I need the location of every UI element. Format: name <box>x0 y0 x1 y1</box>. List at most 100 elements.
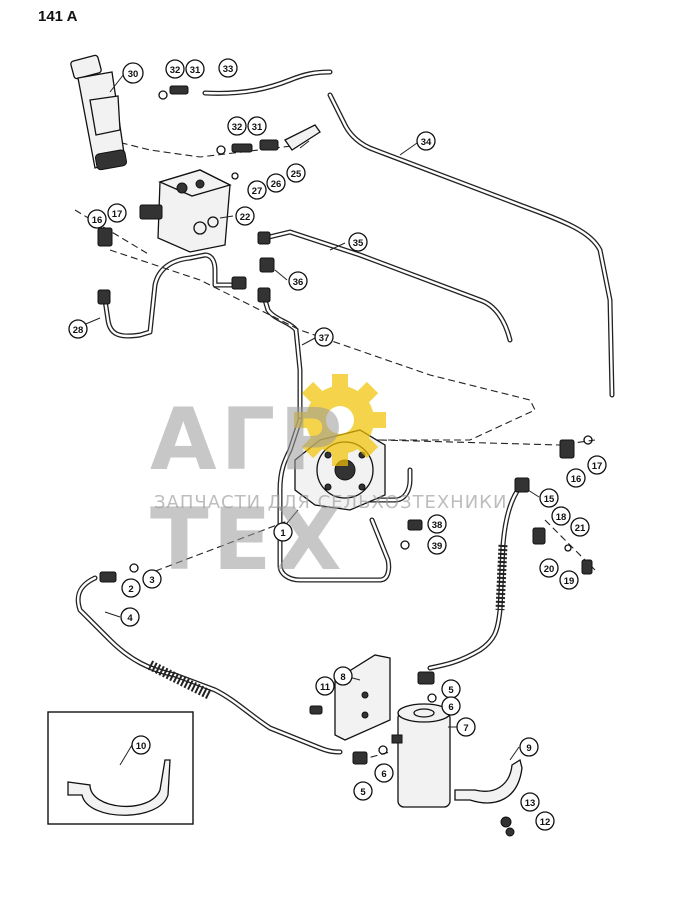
callout-35: 35 <box>348 232 368 252</box>
callout-3: 3 <box>142 569 162 589</box>
clamp-part-9 <box>454 758 523 804</box>
callout-30-label: 30 <box>128 69 139 80</box>
control-valve-part-22 <box>139 169 232 253</box>
callout-30: 30 <box>122 62 144 84</box>
callout-16-label: 16 <box>92 215 103 226</box>
callout-15: 15 <box>539 488 559 508</box>
gear-tooth <box>301 381 325 405</box>
callout-17b-label: 17 <box>592 461 603 472</box>
callout-37-label: 37 <box>319 333 330 344</box>
callout-5: 5 <box>441 679 461 699</box>
callout-6b-label: 6 <box>381 769 386 780</box>
callout-7: 7 <box>456 717 476 737</box>
page-number: 141 A <box>38 8 78 25</box>
callout-17b: 17 <box>587 455 607 475</box>
callout-18: 18 <box>551 506 571 526</box>
callout-38-label: 38 <box>432 520 443 531</box>
assembly-line-valve-pump <box>109 249 536 441</box>
callout-34-label: 34 <box>421 137 432 148</box>
callout-19: 19 <box>559 570 579 590</box>
callout-4-label: 4 <box>127 613 133 624</box>
callout-9-label: 9 <box>526 743 531 754</box>
callout-20: 20 <box>539 558 559 578</box>
gear-tooth <box>301 435 325 459</box>
callout-21-label: 21 <box>575 523 586 534</box>
callout-13-label: 13 <box>525 798 536 809</box>
hose-15 <box>427 484 523 671</box>
callout-36-label: 36 <box>293 277 304 288</box>
cylinder-part-30 <box>70 54 128 171</box>
callout-3-label: 3 <box>149 575 154 586</box>
callout-38: 38 <box>427 514 447 534</box>
tube-34 <box>327 92 615 398</box>
callout-1-label: 1 <box>280 528 286 539</box>
callout-32b: 32 <box>227 116 247 136</box>
fitting-part-25 <box>259 124 321 151</box>
callout-25-label: 25 <box>291 169 302 180</box>
gear-tooth <box>332 450 348 466</box>
callout-9: 9 <box>519 737 539 757</box>
callout-25: 25 <box>286 163 306 183</box>
callout-28-label: 28 <box>73 325 84 336</box>
callout-12-label: 12 <box>540 817 551 828</box>
callout-36: 36 <box>288 271 308 291</box>
callout-32-label: 32 <box>170 65 181 76</box>
callout-31b-label: 31 <box>252 122 263 133</box>
callout-4: 4 <box>120 607 140 627</box>
leader-lines <box>80 73 540 766</box>
callout-22-label: 22 <box>240 212 251 223</box>
callout-5b-label: 5 <box>360 787 366 798</box>
callout-7-label: 7 <box>463 723 468 734</box>
callout-6: 6 <box>441 696 461 716</box>
callout-31b: 31 <box>247 116 267 136</box>
callout-17: 17 <box>107 203 127 223</box>
callout-16b-label: 16 <box>571 474 582 485</box>
callout-6-label: 6 <box>448 702 453 713</box>
callout-17-label: 17 <box>112 209 123 220</box>
callout-20-label: 20 <box>544 564 555 575</box>
callout-33: 33 <box>218 58 238 78</box>
callout-32b-label: 32 <box>232 122 243 133</box>
callout-16: 16 <box>87 209 107 229</box>
callout-26: 26 <box>266 173 286 193</box>
assembly-line-30-25 <box>109 139 301 158</box>
gear-tooth <box>355 435 379 459</box>
callout-5-label: 5 <box>448 685 454 696</box>
filter-part-7 <box>391 703 451 808</box>
callout-19-label: 19 <box>564 576 575 587</box>
callout-34: 34 <box>416 131 436 151</box>
callout-2: 2 <box>121 578 141 598</box>
callout-15-label: 15 <box>544 494 555 505</box>
callout-39-label: 39 <box>432 541 443 552</box>
callout-26-label: 26 <box>271 179 282 190</box>
callout-11-label: 11 <box>320 682 331 693</box>
gear-tooth <box>332 374 348 390</box>
callout-31: 31 <box>185 59 205 79</box>
callout-10: 10 <box>131 735 151 755</box>
callout-2-label: 2 <box>128 584 133 595</box>
callout-37: 37 <box>314 327 334 347</box>
callout-1: 1 <box>273 522 293 542</box>
fittings <box>97 85 593 837</box>
callout-5b: 5 <box>353 781 373 801</box>
callout-8-label: 8 <box>340 672 345 683</box>
callout-32: 32 <box>165 59 185 79</box>
callout-8: 8 <box>333 666 353 686</box>
assembly-line-pump-3 <box>144 519 291 576</box>
inset-box <box>47 711 194 825</box>
callout-35-label: 35 <box>353 238 364 249</box>
callout-21: 21 <box>570 517 590 537</box>
tube-35 <box>262 229 513 343</box>
callout-28: 28 <box>68 319 88 339</box>
callout-27: 27 <box>247 180 267 200</box>
callout-13: 13 <box>520 792 540 812</box>
callout-6b: 6 <box>374 763 394 783</box>
callout-10-label: 10 <box>136 741 147 752</box>
callout-16b: 16 <box>566 468 586 488</box>
callout-39: 39 <box>427 535 447 555</box>
watermark-gear-icon <box>294 374 386 466</box>
gear-tooth <box>294 412 310 428</box>
hose-4 <box>75 575 343 755</box>
gear-tooth <box>355 381 379 405</box>
